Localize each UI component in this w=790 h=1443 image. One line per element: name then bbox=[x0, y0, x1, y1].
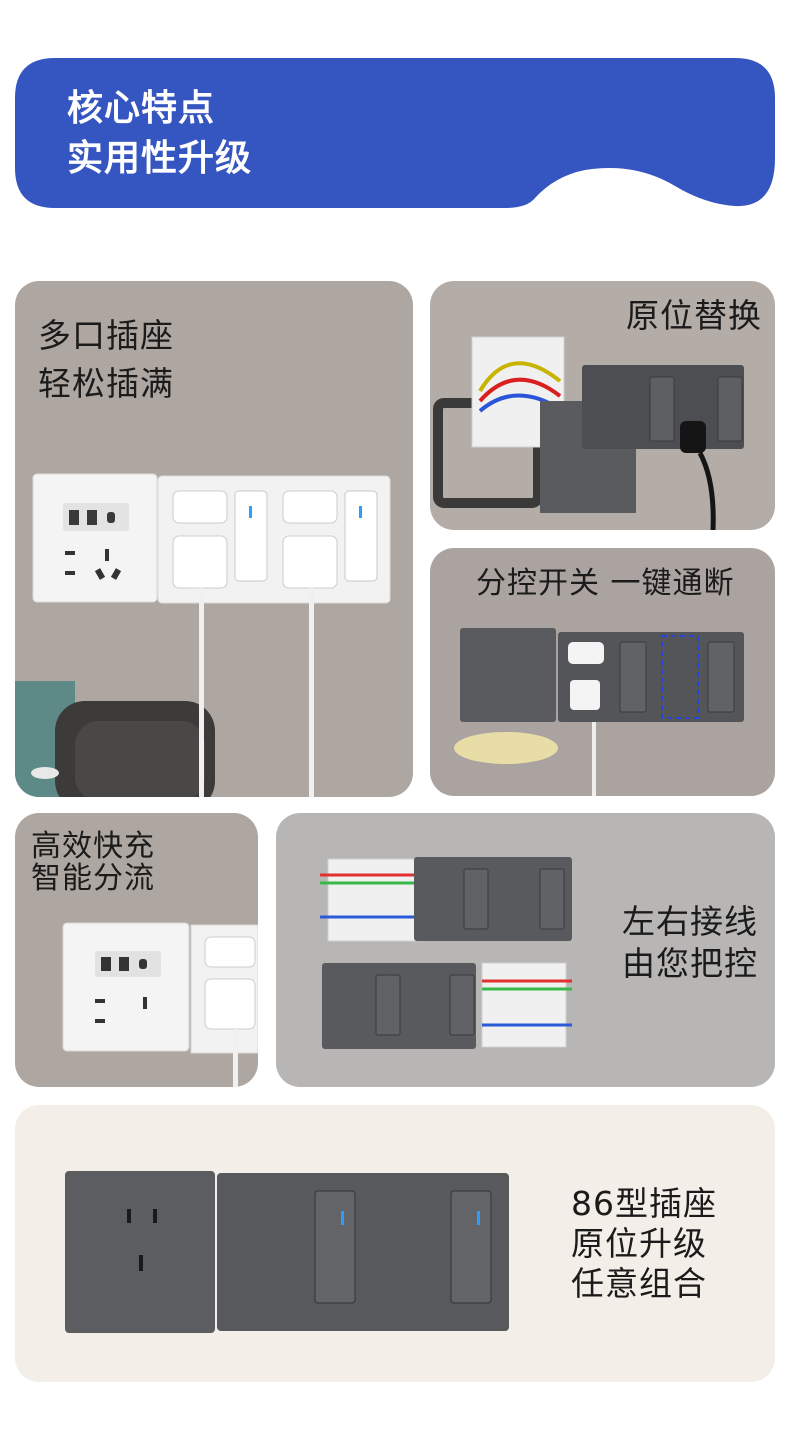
combo-illustration bbox=[65, 1171, 509, 1333]
panel-fast-charge: 高效快充 智能分流 bbox=[15, 813, 258, 1087]
header-title: 核心特点 bbox=[67, 88, 216, 129]
fast-charge-caption-2: 智能分流 bbox=[31, 861, 155, 896]
switch-control-illustration bbox=[454, 628, 744, 796]
header-banner-shape bbox=[15, 58, 775, 208]
switch-control-caption: 分控开关 一键通断 bbox=[476, 566, 735, 601]
combo-caption-2: 原位升级 bbox=[571, 1224, 707, 1263]
panel-switch-control: 分控开关 一键通断 bbox=[430, 548, 775, 796]
fast-charge-caption-1: 高效快充 bbox=[31, 829, 155, 864]
wiring-caption-2: 由您把控 bbox=[622, 944, 758, 983]
header-banner: 核心特点 实用性升级 bbox=[15, 58, 775, 210]
wiring-illustration bbox=[320, 857, 572, 1049]
panel-combo: 86型插座 原位升级 任意组合 bbox=[15, 1105, 775, 1382]
fast-charge-illustration bbox=[62, 922, 258, 1087]
wiring-caption-1: 左右接线 bbox=[622, 902, 758, 941]
replace-illustration bbox=[433, 336, 744, 530]
panel-replace: 原位替换 bbox=[430, 281, 775, 530]
panel-wiring: 左右接线 由您把控 bbox=[276, 813, 775, 1087]
multi-port-caption-1: 多口插座 bbox=[38, 316, 174, 355]
replace-caption: 原位替换 bbox=[626, 296, 762, 335]
header-subtitle: 实用性升级 bbox=[67, 138, 253, 179]
multi-port-caption-2: 轻松插满 bbox=[38, 364, 174, 403]
combo-caption-3: 任意组合 bbox=[571, 1264, 707, 1303]
combo-caption-1: 86型插座 bbox=[571, 1184, 717, 1223]
multi-port-illustration bbox=[15, 473, 391, 797]
panel-multi-port: 多口插座 轻松插满 bbox=[15, 281, 413, 797]
